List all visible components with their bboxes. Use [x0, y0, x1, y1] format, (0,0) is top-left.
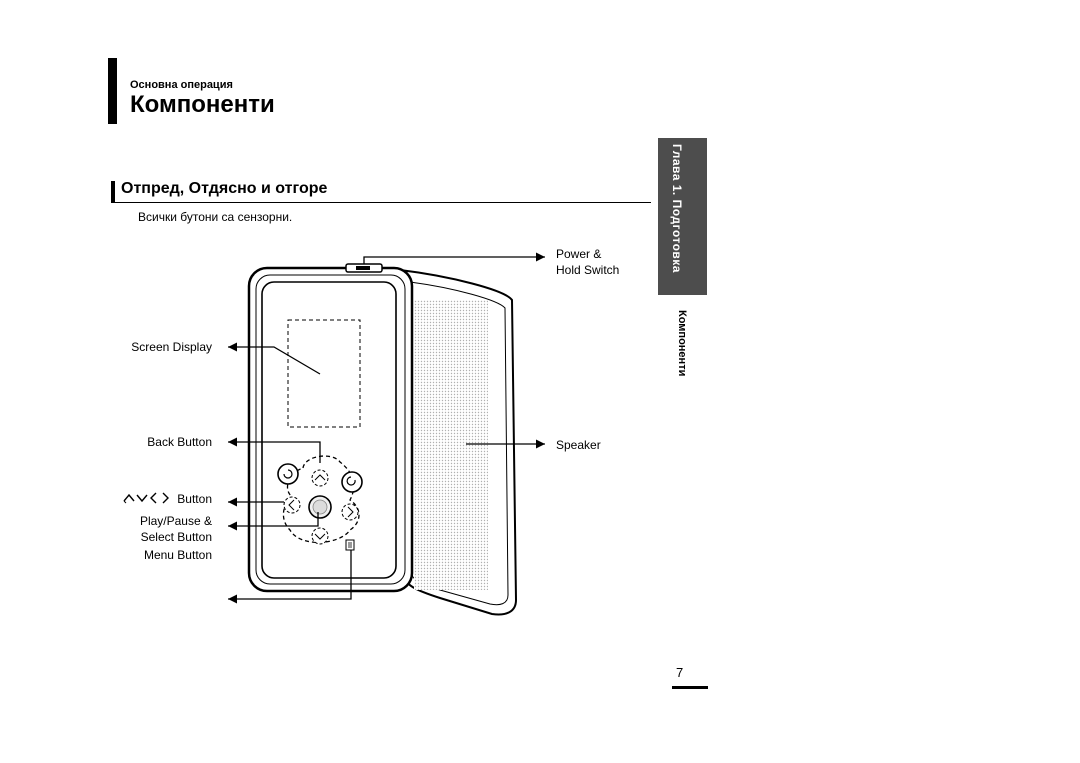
up-arrow-icon [123, 493, 135, 502]
page-number-rule [672, 686, 708, 689]
back-button [277, 463, 299, 485]
speaker-grille [414, 300, 488, 590]
section-label: Основна операция [130, 79, 233, 91]
callout-power-line2: Hold Switch [556, 263, 620, 277]
callout-screen-display: Screen Display [131, 340, 212, 354]
callout-nav-button: Button [177, 492, 212, 506]
right-arrow-icon [162, 492, 169, 504]
callout-play-pause-line2: Select Button [140, 530, 212, 544]
section-divider [111, 202, 651, 203]
leader-power [363, 252, 545, 264]
down-button [311, 527, 329, 545]
header-accent-bar [108, 58, 117, 124]
callout-menu-button: Menu Button [143, 548, 212, 562]
side-panel [398, 268, 518, 616]
leader-screen [228, 342, 321, 375]
round-button-right [341, 471, 363, 493]
callout-power-line1: Power & [556, 247, 602, 261]
section-title: Отпред, Отдясно и отгоре [121, 180, 328, 197]
leader-lines [228, 252, 545, 604]
leader-back [228, 437, 321, 463]
callout-back-button: Back Button [147, 435, 212, 449]
up-button [311, 469, 329, 487]
page-number: 7 [676, 665, 684, 680]
section-accent-bar [111, 181, 115, 202]
chapter-subtitle: Компоненти [676, 310, 688, 377]
right-button [341, 503, 359, 521]
down-arrow-icon [136, 494, 148, 503]
callout-play-pause-line1: Play/Pause & [139, 514, 212, 528]
device-front [247, 263, 414, 593]
nav-arrow-icons [123, 492, 169, 504]
chapter-tab [658, 138, 707, 295]
leader-menu [228, 550, 352, 604]
chapter-tab-label: Глава 1. Подготовка [670, 144, 684, 273]
page-title: Компоненти [130, 91, 275, 118]
power-switch-slider [356, 266, 370, 270]
left-arrow-icon [150, 492, 157, 504]
leader-play [228, 512, 319, 531]
left-button [283, 496, 301, 514]
section-note: Всички бутони са сензорни. [138, 210, 293, 224]
callout-speaker: Speaker [556, 438, 601, 452]
screen-area [287, 319, 361, 428]
button-cluster [277, 455, 363, 551]
